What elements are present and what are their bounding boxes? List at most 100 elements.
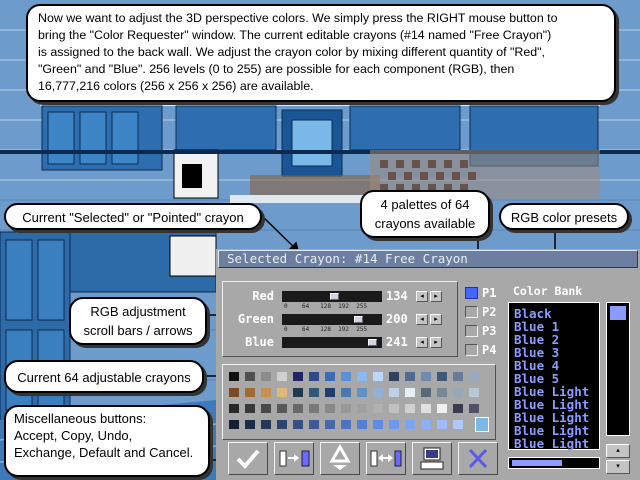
crayon-swatch[interactable]: [389, 404, 399, 413]
crayon-swatch[interactable]: [389, 420, 399, 429]
crayon-swatch[interactable]: [437, 420, 447, 429]
palette-p3-checkbox[interactable]: [465, 325, 478, 337]
color-bank-item[interactable]: Black: [514, 306, 552, 321]
crayon-swatch[interactable]: [389, 372, 399, 381]
crayon-swatch[interactable]: [405, 420, 415, 429]
crayon-swatch[interactable]: [421, 388, 431, 397]
crayon-swatch[interactable]: [245, 372, 255, 381]
crayon-swatch[interactable]: [293, 404, 303, 413]
green-slider-thumb[interactable]: [354, 316, 363, 323]
crayon-swatch[interactable]: [245, 420, 255, 429]
color-bank-item[interactable]: Blue 4: [514, 358, 560, 373]
undo-button[interactable]: [320, 442, 360, 475]
crayon-swatch[interactable]: [309, 404, 319, 413]
crayon-swatch[interactable]: [453, 420, 463, 429]
palette-p2-checkbox[interactable]: [465, 306, 478, 318]
color-bank-horizontal-scrollbar[interactable]: [508, 457, 600, 469]
crayon-swatch[interactable]: [437, 404, 447, 413]
color-bank-scroll-up-arrow[interactable]: ▴: [606, 444, 630, 458]
blue-scroll-track[interactable]: [282, 337, 382, 348]
crayon-swatch[interactable]: [309, 420, 319, 429]
crayon-swatch[interactable]: [437, 372, 447, 381]
crayon-swatch[interactable]: [341, 388, 351, 397]
crayon-swatch[interactable]: [229, 420, 239, 429]
palette-p4-checkbox[interactable]: [465, 344, 478, 356]
crayon-swatch[interactable]: [341, 420, 351, 429]
color-bank-hscroll-thumb[interactable]: [512, 460, 562, 466]
cancel-button[interactable]: [458, 442, 498, 475]
exchange-button[interactable]: [366, 442, 406, 475]
crayon-swatch[interactable]: [325, 404, 335, 413]
color-bank-item[interactable]: Blue 1: [514, 319, 560, 334]
crayon-swatch[interactable]: [341, 372, 351, 381]
crayon-swatch[interactable]: [325, 420, 335, 429]
crayon-swatch[interactable]: [405, 404, 415, 413]
color-bank-scrollbar[interactable]: [606, 302, 630, 436]
red-increase-arrow[interactable]: ▸: [430, 291, 442, 302]
crayon-swatch[interactable]: [357, 372, 367, 381]
crayon-swatch[interactable]: [309, 388, 319, 397]
crayon-swatch[interactable]: [293, 420, 303, 429]
copy-button[interactable]: [274, 442, 314, 475]
red-scroll-track[interactable]: [282, 291, 382, 302]
blue-slider-thumb[interactable]: [368, 339, 377, 346]
color-bank-item[interactable]: Blue Light: [514, 384, 590, 399]
crayon-swatch[interactable]: [373, 404, 383, 413]
crayon-swatch[interactable]: [469, 404, 479, 413]
crayon-swatch[interactable]: [293, 388, 303, 397]
crayon-swatch[interactable]: [277, 372, 287, 381]
red-slider-thumb[interactable]: [330, 293, 339, 300]
crayon-swatch[interactable]: [229, 404, 239, 413]
requester-title-bar[interactable]: Selected Crayon: #14 Free Crayon: [218, 250, 638, 268]
crayon-swatch[interactable]: [421, 404, 431, 413]
color-bank-item[interactable]: Blue 5: [514, 371, 560, 386]
color-bank-item[interactable]: Blue 2: [514, 332, 560, 347]
crayon-swatch[interactable]: [389, 388, 399, 397]
crayon-swatch[interactable]: [437, 388, 447, 397]
crayon-swatch[interactable]: [261, 420, 271, 429]
crayon-swatch[interactable]: [405, 388, 415, 397]
green-increase-arrow[interactable]: ▸: [430, 314, 442, 325]
crayon-swatch[interactable]: [357, 420, 367, 429]
color-bank-item[interactable]: Blue Light: [514, 397, 590, 412]
accept-button[interactable]: [228, 442, 268, 475]
crayon-swatch[interactable]: [373, 420, 383, 429]
red-decrease-arrow[interactable]: ◂: [416, 291, 428, 302]
crayon-swatch[interactable]: [261, 388, 271, 397]
color-bank-item[interactable]: Blue 3: [514, 345, 560, 360]
color-bank-item[interactable]: Blue Light: [514, 436, 590, 451]
crayon-swatch[interactable]: [261, 404, 271, 413]
palette-p1-checkbox[interactable]: [465, 287, 478, 299]
crayon-swatch[interactable]: [469, 388, 479, 397]
crayon-swatch[interactable]: [245, 404, 255, 413]
crayon-swatch[interactable]: [357, 404, 367, 413]
crayon-swatch[interactable]: [293, 372, 303, 381]
crayon-swatch[interactable]: [245, 388, 255, 397]
crayon-swatch[interactable]: [277, 420, 287, 429]
blue-increase-arrow[interactable]: ▸: [430, 337, 442, 348]
crayon-swatch[interactable]: [373, 388, 383, 397]
crayon-swatch[interactable]: [421, 372, 431, 381]
crayon-swatch[interactable]: [341, 404, 351, 413]
crayon-swatch[interactable]: [453, 372, 463, 381]
crayon-swatch[interactable]: [309, 372, 319, 381]
crayon-swatch[interactable]: [421, 420, 431, 429]
crayon-swatch[interactable]: [261, 372, 271, 381]
crayon-swatch[interactable]: [453, 404, 463, 413]
color-bank-item[interactable]: Blue Light: [514, 410, 590, 425]
green-decrease-arrow[interactable]: ◂: [416, 314, 428, 325]
crayon-swatch[interactable]: [405, 372, 415, 381]
crayon-swatch[interactable]: [469, 372, 479, 381]
color-bank-list[interactable]: Black Blue 1 Blue 2 Blue 3 Blue 4 Blue 5…: [508, 302, 600, 451]
default-button[interactable]: [412, 442, 452, 475]
crayon-swatch[interactable]: [357, 388, 367, 397]
crayon-swatch[interactable]: [229, 388, 239, 397]
green-scroll-track[interactable]: [282, 314, 382, 325]
crayon-swatch[interactable]: [373, 372, 383, 381]
crayon-swatch[interactable]: [325, 372, 335, 381]
color-bank-item[interactable]: Blue Light: [514, 423, 590, 438]
crayon-swatch[interactable]: [453, 388, 463, 397]
crayon-swatch[interactable]: [229, 372, 239, 381]
crayon-swatch[interactable]: [277, 388, 287, 397]
color-bank-scroll-down-arrow[interactable]: ▾: [606, 460, 630, 474]
